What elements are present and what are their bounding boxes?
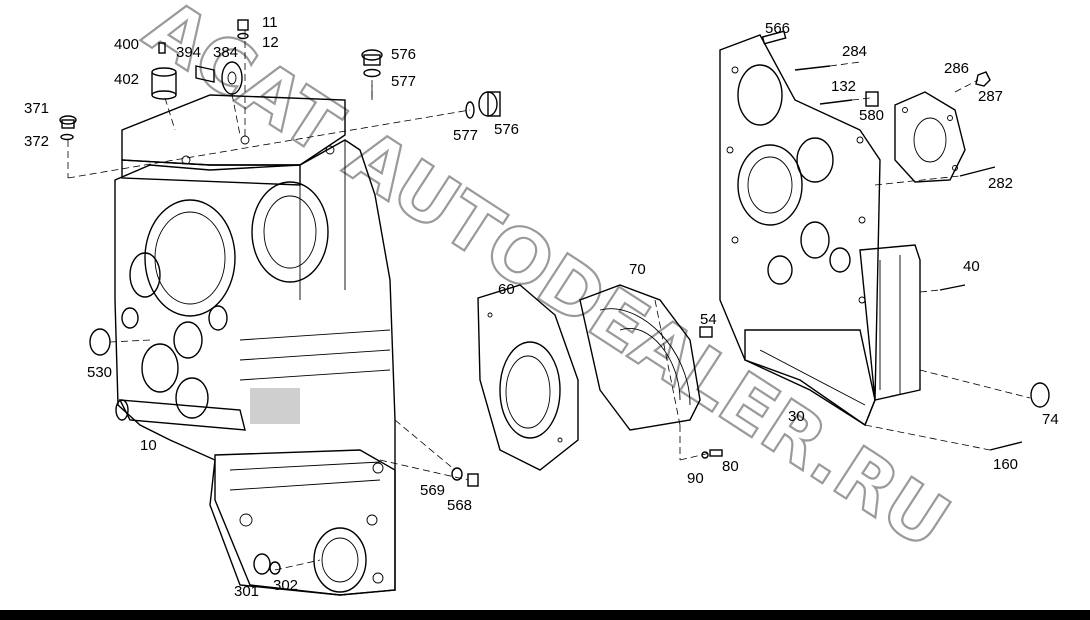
callout-576-top: 576	[391, 46, 416, 63]
callout-70: 70	[629, 261, 646, 278]
callout-400: 400	[114, 36, 139, 53]
callout-302: 302	[273, 577, 298, 594]
callout-282: 282	[988, 175, 1013, 192]
callout-402: 402	[114, 71, 139, 88]
small-parts-top	[59, 19, 501, 575]
callout-287: 287	[978, 88, 1003, 105]
callout-568: 568	[447, 497, 472, 514]
callout-labels: 11 12 400 394 384 402 576 577 371 372 57…	[24, 14, 1059, 600]
callout-54: 54	[700, 311, 717, 328]
callout-30: 30	[788, 408, 805, 425]
callout-566: 566	[765, 20, 790, 37]
callout-371: 371	[24, 100, 49, 117]
pump-cover-286	[865, 71, 991, 183]
leader-lines	[67, 30, 1031, 571]
callout-160: 160	[993, 456, 1018, 473]
callout-132: 132	[831, 78, 856, 95]
callout-569: 569	[420, 482, 445, 499]
gasket-60	[477, 284, 579, 471]
bottom-border-bar	[0, 610, 1090, 620]
callout-384: 384	[213, 44, 238, 61]
callout-576-side: 576	[494, 121, 519, 138]
callout-394: 394	[176, 44, 201, 61]
rear-housing-30	[719, 34, 921, 427]
callout-12: 12	[262, 34, 279, 51]
callout-530: 530	[87, 364, 112, 381]
main-housing-10	[114, 94, 396, 596]
callout-301: 301	[234, 583, 259, 600]
callout-10: 10	[140, 437, 157, 454]
callout-286: 286	[944, 60, 969, 77]
callout-40: 40	[963, 258, 980, 275]
bolts-right	[701, 30, 1050, 459]
cover-70	[579, 284, 713, 431]
callout-372: 372	[24, 133, 49, 150]
callout-60: 60	[498, 281, 515, 298]
callout-74: 74	[1042, 411, 1059, 428]
callout-577-top: 577	[391, 73, 416, 90]
callout-90: 90	[687, 470, 704, 487]
callout-80: 80	[722, 458, 739, 475]
callout-580: 580	[859, 107, 884, 124]
callout-284: 284	[842, 43, 867, 60]
callout-11: 11	[262, 14, 278, 31]
callout-577-side: 577	[453, 127, 478, 144]
